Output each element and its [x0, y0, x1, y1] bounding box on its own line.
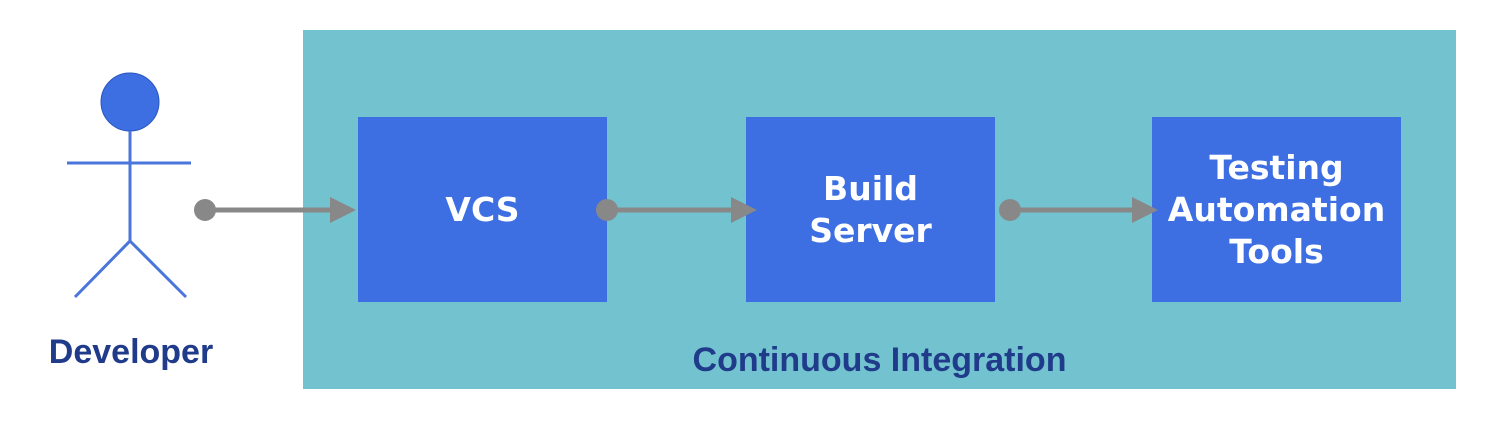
connector-vcs-to-build-server	[596, 197, 757, 223]
stage-testing-automation-tools: Testing Automation Tools	[1152, 117, 1401, 302]
developer-actor-icon	[67, 72, 191, 299]
stage-vcs-label: VCS	[445, 189, 520, 229]
stage-build-server-label-line-2: Server	[809, 210, 932, 250]
stage-build-server: Build Server	[746, 117, 995, 302]
ci-label: Continuous Integration	[692, 341, 1067, 379]
actor-right-leg	[128, 239, 188, 299]
developer-label: Developer	[48, 333, 214, 371]
actor-head	[100, 72, 160, 132]
actor-left-leg	[73, 239, 132, 299]
stage-testing-label-line-1: Testing	[1209, 147, 1344, 187]
stage-testing-label-line-2: Automation	[1167, 189, 1386, 229]
stage-vcs: VCS	[358, 117, 607, 302]
stage-testing-label-line-3: Tools	[1229, 231, 1324, 271]
connector-developer-to-vcs	[194, 197, 356, 223]
stage-build-server-label-line-1: Build	[823, 168, 918, 208]
connector-build-server-to-testing	[999, 197, 1158, 223]
